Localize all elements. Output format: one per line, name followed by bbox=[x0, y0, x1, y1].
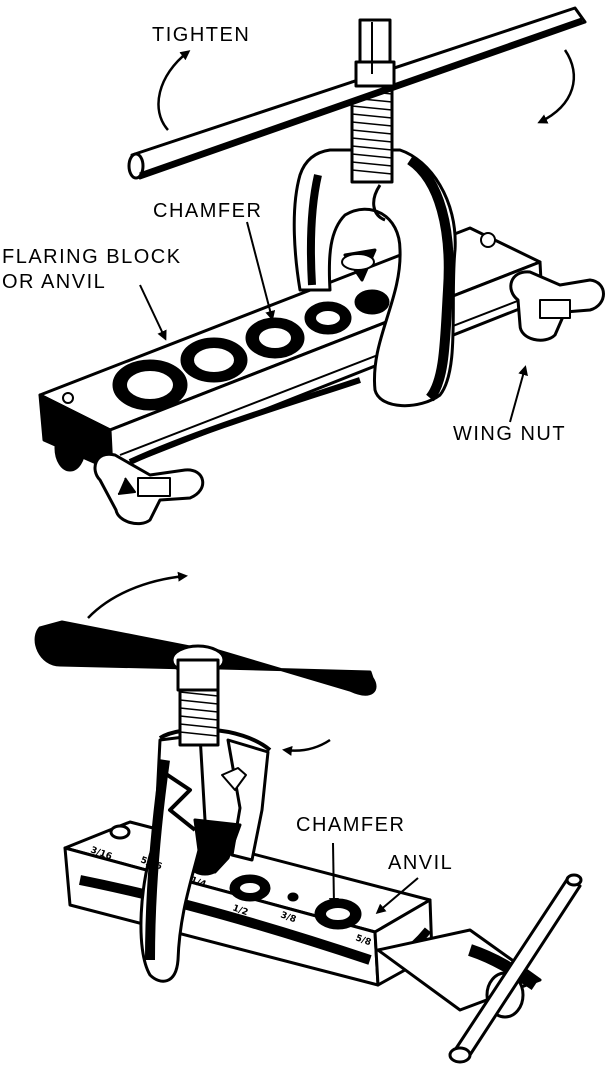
frame-yoke bbox=[139, 733, 207, 983]
wing-nut-leader bbox=[509, 365, 528, 423]
rotate-arrow-right bbox=[282, 738, 331, 756]
label-anvil: ANVIL bbox=[388, 852, 454, 874]
label-flaring-block-line2: OR ANVIL bbox=[2, 271, 107, 293]
anvil-leader bbox=[375, 877, 419, 914]
block-hinge-pin bbox=[54, 424, 86, 472]
label-chamfer-top: CHAMFER bbox=[153, 200, 263, 222]
chamfer-leader bbox=[246, 221, 276, 321]
tighten-arrow-right bbox=[537, 49, 575, 124]
label-tighten: TIGHTEN bbox=[152, 24, 251, 46]
flaring-tool-top bbox=[38, 6, 605, 526]
flaring-block-leader bbox=[139, 284, 167, 341]
anvil-hole bbox=[109, 824, 131, 840]
label-chamfer-bottom: CHAMFER bbox=[296, 814, 406, 836]
flaring-cone bbox=[193, 818, 242, 874]
block-hole bbox=[354, 289, 390, 315]
flaring-tool-bottom bbox=[34, 620, 583, 1064]
rotate-arrow-left bbox=[87, 571, 188, 619]
anvil-hole bbox=[287, 892, 299, 902]
label-flaring-block-line1: FLARING BLOCK bbox=[2, 246, 182, 268]
yoke bbox=[292, 148, 457, 408]
chamfer-leader-2 bbox=[328, 842, 339, 908]
label-wing-nut: WING NUT bbox=[453, 423, 567, 445]
tighten-arrow-left bbox=[157, 50, 191, 131]
t-handle-right-wing bbox=[213, 648, 377, 696]
